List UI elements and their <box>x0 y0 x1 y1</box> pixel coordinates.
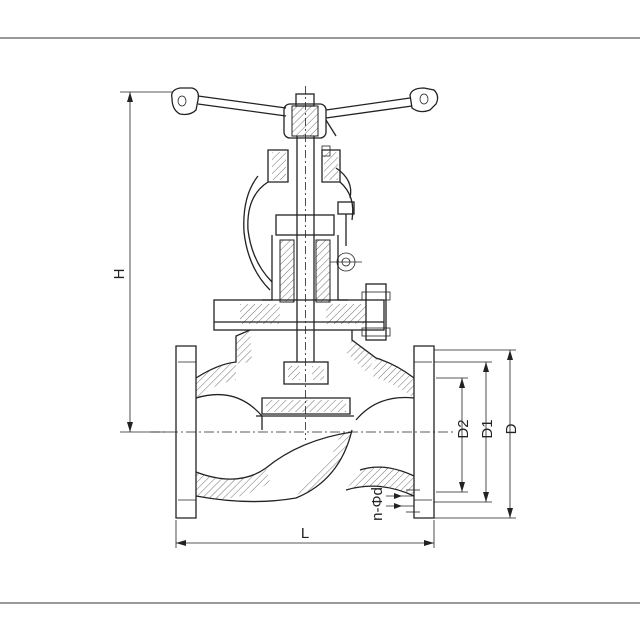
valve-disc <box>256 361 354 417</box>
yoke <box>243 145 354 291</box>
handwheel <box>171 87 439 139</box>
dimension-l-label: L <box>301 525 309 542</box>
dimension-d: D <box>434 349 520 519</box>
dimension-d-label: D <box>503 423 520 434</box>
valve-body <box>175 329 435 519</box>
dimension-holes-label: n-Φd <box>369 487 386 521</box>
dimension-d1: D1 <box>434 361 496 503</box>
dimension-d1-label: D1 <box>479 419 496 438</box>
bonnet <box>213 201 391 341</box>
dimension-l: L <box>175 520 435 548</box>
stem <box>296 86 315 440</box>
dimension-d2-label: D2 <box>455 419 472 438</box>
dimension-d2: D2 <box>436 377 472 493</box>
dimension-h: H <box>111 91 172 433</box>
dimension-h-label: H <box>111 269 128 280</box>
dimension-holes: n-Φd <box>369 484 420 521</box>
